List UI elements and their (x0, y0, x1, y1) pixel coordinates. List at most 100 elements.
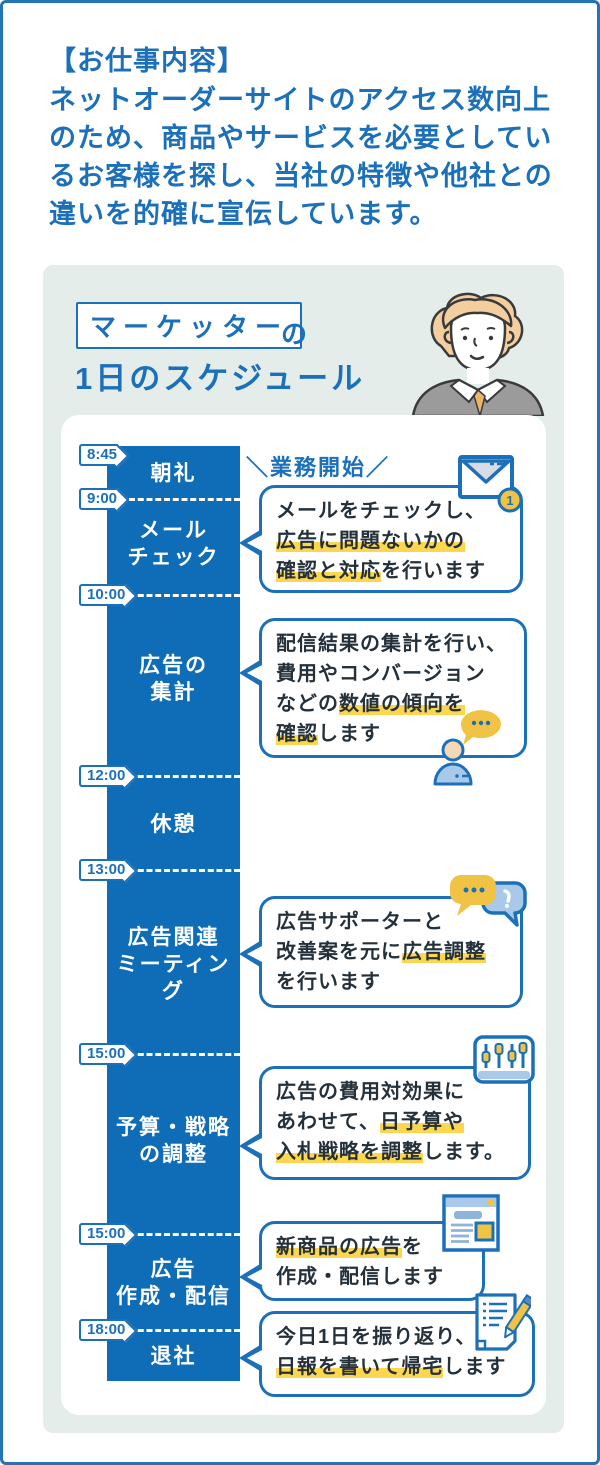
timeline-activity-line: 広告関連 (127, 926, 220, 949)
bubble-pointer-fill (247, 664, 264, 682)
timeline-activity-line: 退社 (150, 1344, 197, 1368)
timeline-activity-line: 作成・配信 (116, 1285, 231, 1308)
job-description-section: 【お仕事内容】 ネットオーダーサイトのアクセス数向上 のため、商品やサービスを必… (49, 41, 569, 233)
time-tag: 10:00 (79, 584, 127, 606)
bubble-pointer-fill (247, 945, 264, 963)
timeline-activity-label: メールチェック (107, 517, 240, 571)
timeline-activity-label: 広告の集計 (107, 652, 240, 706)
bubble-text-line: あわせて、日予算や (276, 1107, 514, 1137)
plain-text: あわせて、 (276, 1111, 380, 1133)
timeline-activity-label: 予算・戦略の調整 (107, 1114, 240, 1168)
bubble-text-line: 新商品の広告を (276, 1232, 468, 1262)
plain-text: します (443, 1356, 507, 1378)
plain-text: を (402, 1236, 423, 1258)
timeline-activity-line: 朝礼 (150, 461, 197, 485)
bubble-pointer-fill (247, 534, 264, 552)
bubble-text-line: 広告サポーターと (276, 907, 506, 937)
marketer-character-illustration (411, 292, 545, 416)
timeline-activity-line: 広告 (150, 1258, 197, 1281)
bubble-text-line: 確認と対応を行います (276, 556, 506, 586)
time-tag-label: 8:45 (87, 446, 118, 463)
timeline-divider (129, 1232, 240, 1236)
bubble-text-line: メールをチェックし、 (276, 496, 506, 526)
sliders-icon (473, 1035, 535, 1084)
time-tag: 12:00 (79, 765, 127, 787)
timeline-activity-line: の調整 (139, 1143, 208, 1166)
bubble-text-line: 作成・配信します (276, 1262, 468, 1292)
plain-text: を行います (276, 971, 381, 993)
plain-text: などの (276, 693, 339, 715)
person-chat-icon (433, 710, 501, 786)
bubble-text-line: 改善案を元に広告調整 (276, 937, 506, 967)
bubble-text-line: を行います (276, 967, 506, 997)
plain-text: を行います (381, 560, 486, 582)
daily-report-icon (475, 1293, 531, 1351)
speech-bubble: 広告の費用対効果にあわせて、日予算や入札戦略を調整します。 (239, 1066, 531, 1180)
plain-text: 広告の費用対効果に (276, 1081, 465, 1103)
job-description-heading: 【お仕事内容】 (49, 46, 245, 76)
timeline-divider (129, 1052, 240, 1056)
timeline-divider (129, 593, 240, 597)
bubble-pointer-fill (247, 1349, 264, 1367)
timeline-activity-line: ミーティング (116, 953, 231, 1003)
plain-text: 改善案を元に (276, 941, 402, 963)
highlighted-text: 入札戦略を調整 (276, 1141, 423, 1163)
bubble-text-line: 広告に問題ないかの (276, 526, 506, 556)
work-start-callout: ＼業務開始／ (246, 455, 391, 480)
time-tag-label: 9:00 (87, 490, 118, 507)
plain-text: メールをチェックし、 (276, 500, 486, 522)
time-tag-label: 18:00 (87, 1321, 126, 1338)
timeline-activity-line: 予算・戦略 (116, 1116, 231, 1139)
time-tag-label: 13:00 (87, 861, 126, 878)
time-tag-label: 15:00 (87, 1225, 126, 1242)
bubble-pointer-fill (247, 1137, 264, 1155)
plain-text: 広告サポーターと (276, 911, 444, 933)
timeline-divider (129, 497, 240, 501)
timeline-activity-line: チェック (127, 546, 220, 569)
highlighted-text: 新商品の広告 (276, 1236, 402, 1258)
role-suffix: の (281, 319, 308, 349)
timeline-activity-line: メール (139, 519, 208, 542)
bubble-text-line: 配信結果の集計を行い、 (276, 629, 510, 659)
bubble-pointer-fill (247, 1268, 264, 1286)
chat-bubbles-icon (450, 875, 527, 927)
highlighted-text: 日報を書いて帰宅 (276, 1356, 444, 1378)
timeline-divider (129, 868, 240, 872)
plain-text: します (318, 723, 381, 745)
role-label: マーケッター (90, 312, 289, 342)
plain-text: 費用やコンバージョン (276, 663, 486, 685)
webpage-icon (442, 1194, 500, 1252)
plain-text: 作成・配信します (276, 1266, 444, 1288)
bubble-text-line: 入札戦略を調整します。 (276, 1137, 514, 1167)
highlighted-text: 数値の傾向を (339, 693, 465, 715)
timeline-activity-label: 朝礼 (107, 460, 240, 487)
bubble-text-line: 今日1日を振り返り、 (276, 1322, 518, 1352)
time-tag: 9:00 (79, 488, 119, 510)
timeline-divider (129, 774, 240, 778)
plain-text: します。 (423, 1141, 505, 1163)
timeline-activity-label: 休憩 (107, 811, 240, 838)
bubble-text-line: 費用やコンバージョン (276, 659, 510, 689)
timeline-activity-line: 休憩 (150, 812, 197, 836)
timeline-divider (129, 1328, 240, 1332)
time-tag: 8:45 (79, 444, 119, 466)
role-label-box: マーケッター (76, 302, 303, 349)
time-tag-label: 10:00 (87, 586, 126, 603)
timeline-activity-line: 集計 (150, 681, 197, 704)
time-tag-label: 15:00 (87, 1045, 126, 1062)
schedule-title: 1日のスケジュール (75, 361, 366, 396)
speech-bubble: 今日1日を振り返り、日報を書いて帰宅します (239, 1311, 535, 1397)
speech-bubble: 新商品の広告を作成・配信します (239, 1221, 485, 1301)
speech-bubble: メールをチェックし、広告に問題ないかの確認と対応を行います (239, 485, 523, 593)
timeline-activity-line: 広告の (139, 654, 208, 677)
highlighted-text: 確認 (276, 723, 318, 745)
time-tag-label: 12:00 (87, 767, 126, 784)
bubble-text-line: 確認します (276, 719, 510, 749)
bubble-text-line: 日報を書いて帰宅します (276, 1352, 518, 1382)
highlighted-text: 確認と対応 (276, 560, 381, 582)
timeline-activity-label: 退社 (107, 1343, 240, 1370)
mail-icon: 1 (458, 455, 523, 513)
time-tag: 15:00 (79, 1043, 127, 1065)
time-tag: 15:00 (79, 1223, 127, 1245)
